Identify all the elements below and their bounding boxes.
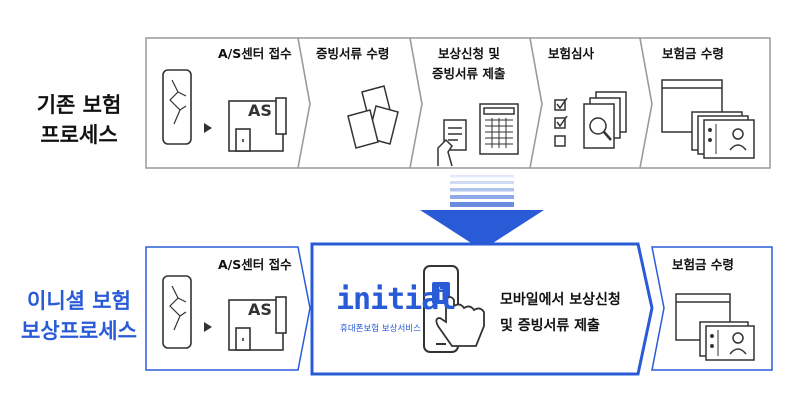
small-arrow-right-icon [204, 123, 212, 133]
small-arrow-right-icon [204, 322, 212, 332]
legacy-step-1-label: A/S센터 접수 [218, 46, 292, 61]
as-sign-initial: AS [248, 300, 272, 319]
as-sign-legacy: AS [248, 101, 272, 120]
broken-phone-icon [162, 69, 192, 145]
initial-step-1-label: A/S센터 접수 [218, 257, 292, 272]
initial-step-3-label: 보험금 수령 [672, 257, 734, 272]
legacy-step-2-label: 증빙서류 수령 [316, 46, 390, 61]
initial-step-2-label-line2: 및 증빙서류 제출 [500, 318, 600, 334]
legacy-label-line2: 프로세스 [40, 123, 118, 147]
broken-phone-icon [162, 275, 192, 349]
magnifier-document-icon [583, 91, 627, 149]
office-building-icon [479, 103, 519, 155]
insurance-card-icon [691, 111, 755, 159]
initial-label-line1: 이니셜 보험 [27, 289, 131, 313]
initial-step-2-label-line1: 모바일에서 보상신청 [500, 292, 621, 308]
legacy-step-5-label: 보험금 수령 [662, 46, 724, 61]
legacy-step-3-label-line2: 증빙서류 제출 [432, 66, 506, 81]
initial-logo: initial [336, 282, 456, 317]
initial-logo-tagline: 휴대폰보험 보상서비스 [340, 324, 421, 334]
insurance-card-icon [699, 321, 755, 361]
legacy-label-line1: 기존 보험 [36, 93, 122, 117]
initial-process-label: 이니셜 보험 보상프로세스 [14, 286, 144, 346]
initial-label-line2: 보상프로세스 [21, 319, 137, 343]
legacy-step-4-label: 보험심사 [548, 46, 595, 61]
checklist-icon [554, 97, 568, 147]
transition-down-arrow [420, 175, 544, 250]
mobile-tap-icon [423, 265, 485, 353]
legacy-process-label: 기존 보험 프로세스 [24, 90, 134, 150]
papers-icon [347, 85, 399, 149]
as-building-icon [228, 296, 287, 351]
hand-document-icon [437, 119, 467, 167]
legacy-step-3-label-line1: 보상신청 및 [438, 46, 500, 61]
as-building-icon [228, 97, 287, 152]
